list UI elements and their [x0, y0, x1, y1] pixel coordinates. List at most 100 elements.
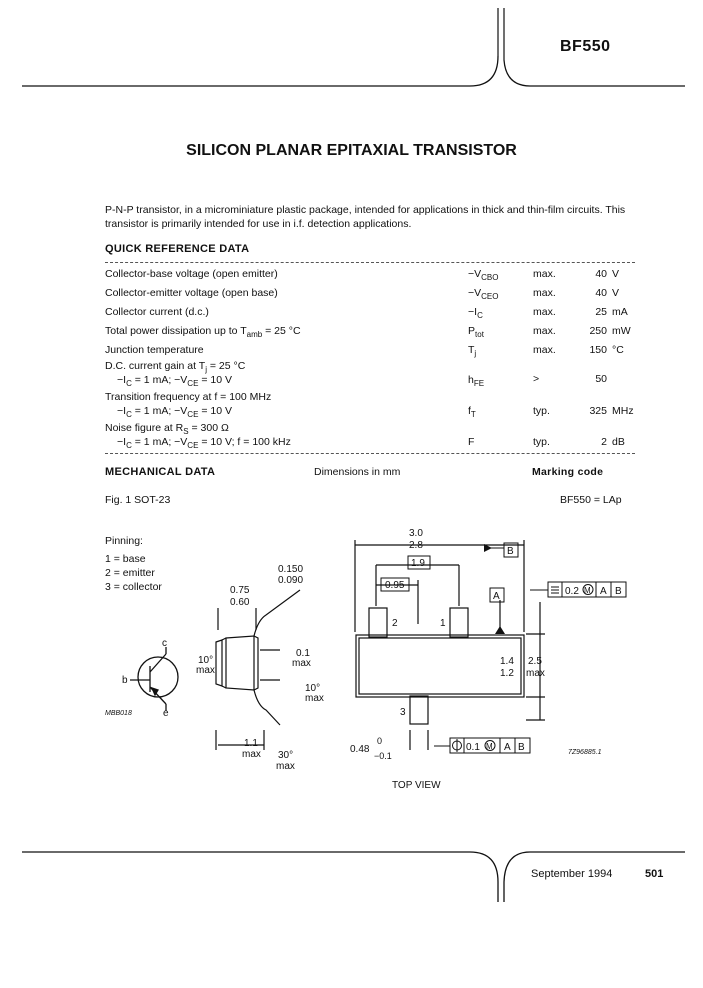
angle-10-right-max: max — [305, 693, 324, 704]
table-row: Total power dissipation up to Tamb = 25 … — [105, 325, 635, 341]
dim-095: 0.95 — [385, 580, 405, 591]
param-label: Collector current (d.c.) — [105, 306, 209, 318]
unit: mA — [612, 306, 628, 318]
param-label: D.C. current gain at T — [105, 360, 206, 372]
noise-figure-row: Noise figure at RS = 300 Ω −IC = 1 mA; −… — [105, 422, 625, 451]
mechanical-heading: MECHANICAL DATA — [105, 466, 216, 478]
dim-01-max: max — [292, 658, 311, 669]
table-row: Collector-emitter voltage (open base) −VC… — [105, 287, 635, 303]
datum-b: B — [507, 546, 514, 557]
dim-01: 0.1 — [296, 648, 310, 659]
tol-m1: M — [584, 586, 591, 595]
footer-date: September 1994 — [531, 868, 613, 880]
label-c: c — [162, 638, 167, 649]
value: 40 — [595, 268, 607, 280]
tolerance-frame-flatness — [530, 581, 627, 598]
pin-2: 2 = emitter — [105, 567, 155, 579]
tolerance-frame-position — [434, 737, 531, 754]
limit: max. — [533, 344, 556, 356]
limit: max. — [533, 287, 556, 299]
dim-11: 1.1 — [244, 738, 258, 749]
symbol: h — [468, 374, 474, 386]
limit: max. — [533, 306, 556, 318]
unit: MHz — [612, 405, 634, 417]
part-number: BF550 — [560, 38, 611, 55]
tol-b2: B — [518, 742, 525, 753]
side-view — [215, 589, 301, 750]
symbol: −VCEO — [468, 287, 499, 302]
table-row: Collector current (d.c.) −IC max. 25 mA — [105, 306, 635, 322]
dim-19: 1.9 — [411, 558, 425, 569]
marking-heading: Marking code — [532, 466, 604, 478]
symbol: −VCBO — [468, 268, 499, 283]
param-label: Transition frequency at f = 100 MHz — [105, 391, 272, 403]
figure-caption: Fig. 1 SOT-23 — [105, 494, 171, 506]
transistor-symbol — [130, 647, 179, 711]
pin-label-1: 1 — [440, 618, 446, 629]
section-divider — [105, 262, 635, 263]
dim-060: 0.60 — [230, 597, 250, 608]
dim-075: 0.75 — [230, 585, 250, 596]
symbol: f — [468, 405, 471, 417]
dim-0150: 0.150 — [278, 564, 303, 575]
symbol: Tj — [468, 344, 477, 359]
tol-b1: B — [615, 586, 622, 597]
pin-1: 1 = base — [105, 553, 146, 565]
limit: typ. — [533, 405, 550, 417]
unit: mW — [612, 325, 631, 337]
value: 50 — [595, 373, 607, 385]
dim-11-max: max — [242, 749, 261, 760]
angle-10-left: 10° — [198, 655, 213, 666]
dim-25: 2.5 — [528, 656, 542, 667]
dim-0090: 0.090 — [278, 575, 303, 586]
param-label: Total power dissipation up to Tamb = 25 … — [105, 325, 301, 340]
intro-text: P-N-P transistor, in a microminiature pl… — [105, 204, 626, 230]
value: 25 — [595, 306, 607, 318]
dim-048: 0.48 — [350, 744, 370, 755]
tol-a1: A — [600, 586, 607, 597]
limit: max. — [533, 268, 556, 280]
top-view-label: TOP VIEW — [392, 780, 441, 791]
param-label: Collector-base voltage (open emitter) — [105, 268, 278, 280]
symbol: −IC — [468, 306, 483, 321]
pinning-title: Pinning: — [105, 535, 143, 547]
value: 2 — [601, 436, 607, 448]
top-view — [354, 540, 545, 750]
dim-12: 1.2 — [500, 668, 514, 679]
value: 150 — [589, 344, 607, 356]
value: 250 — [589, 325, 607, 337]
value: 40 — [595, 287, 607, 299]
angle-30-max: max — [276, 761, 295, 772]
param-label: Junction temperature — [105, 344, 204, 356]
drawing-code: 7Z96885.1 — [568, 749, 602, 756]
symbol: F — [468, 436, 475, 448]
page-title: SILICON PLANAR EPITAXIAL TRANSISTOR — [186, 142, 517, 159]
limit: max. — [533, 325, 556, 337]
symbol: Ptot — [468, 325, 484, 340]
unit: dB — [612, 436, 625, 448]
quick-reference-heading: QUICK REFERENCE DATA — [105, 243, 250, 255]
param-label: Collector-emitter voltage (open base) — [105, 287, 278, 299]
tol-01: 0.1 — [466, 742, 480, 753]
limit: > — [533, 373, 540, 385]
angle-30: 30° — [278, 750, 293, 761]
transition-frequency-row: Transition frequency at f = 100 MHz −IC … — [105, 391, 634, 420]
value: 325 — [589, 405, 607, 417]
limit: typ. — [533, 436, 550, 448]
dim-048-upper: 0 — [377, 736, 382, 746]
footer-rule — [22, 851, 685, 902]
dim-14: 1.4 — [500, 656, 514, 667]
header-rule — [22, 8, 685, 87]
dim-28: 2.8 — [409, 540, 423, 551]
unit: V — [612, 287, 620, 299]
section-divider — [105, 453, 635, 454]
pin-label-3: 3 — [400, 707, 406, 718]
pin-label-2: 2 — [392, 618, 398, 629]
symbol-code: MBB018 — [105, 710, 132, 717]
dim-048-lower: −0.1 — [374, 751, 392, 761]
datum-a: A — [493, 591, 500, 602]
tol-a2: A — [504, 742, 511, 753]
label-b: b — [122, 675, 128, 686]
dc-gain-row: D.C. current gain at Tj = 25 °C −IC = 1 … — [105, 360, 607, 389]
